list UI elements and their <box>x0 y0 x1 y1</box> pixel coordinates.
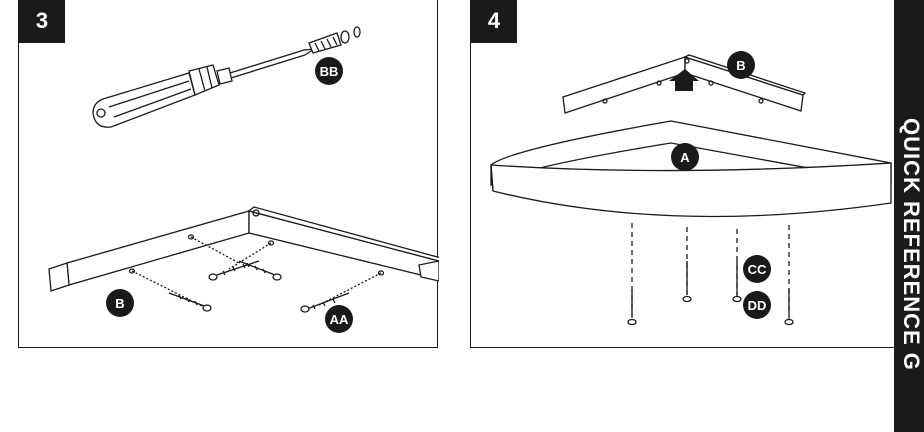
quick-reference-sidebar: QUICK REFERENCE G <box>894 0 924 432</box>
label-cc: CC <box>743 255 771 283</box>
step-3-illustration: BB B <box>48 26 439 333</box>
step-4-panel: 4 B A <box>470 0 916 348</box>
svg-text:A: A <box>680 150 690 165</box>
step-3-panel: 3 BB <box>18 0 439 348</box>
svg-text:B: B <box>736 58 745 73</box>
step-4-illustration: B A CC DD <box>490 51 892 326</box>
label-dd: DD <box>743 291 771 319</box>
wall-anchor-icon <box>308 26 361 54</box>
svg-text:AA: AA <box>330 312 349 327</box>
screw-aa-icon <box>168 260 350 313</box>
step-3-number: 3 <box>19 0 65 43</box>
bracket-b-icon <box>562 54 807 114</box>
label-b: B <box>727 51 755 79</box>
svg-text:DD: DD <box>748 298 767 313</box>
screwdriver-icon <box>92 48 315 128</box>
step-4-number: 4 <box>471 0 517 43</box>
sidebar-title: QUICK REFERENCE G <box>899 118 924 371</box>
label-bb: BB <box>315 57 343 85</box>
shelf-a-icon <box>490 120 892 218</box>
mounting-screws-icon <box>627 223 794 326</box>
svg-text:CC: CC <box>748 262 767 277</box>
bracket-b-icon <box>48 206 439 308</box>
label-b: B <box>106 289 134 317</box>
svg-text:B: B <box>115 296 124 311</box>
label-a: A <box>671 143 699 171</box>
label-aa: AA <box>325 305 353 333</box>
svg-text:BB: BB <box>320 64 339 79</box>
